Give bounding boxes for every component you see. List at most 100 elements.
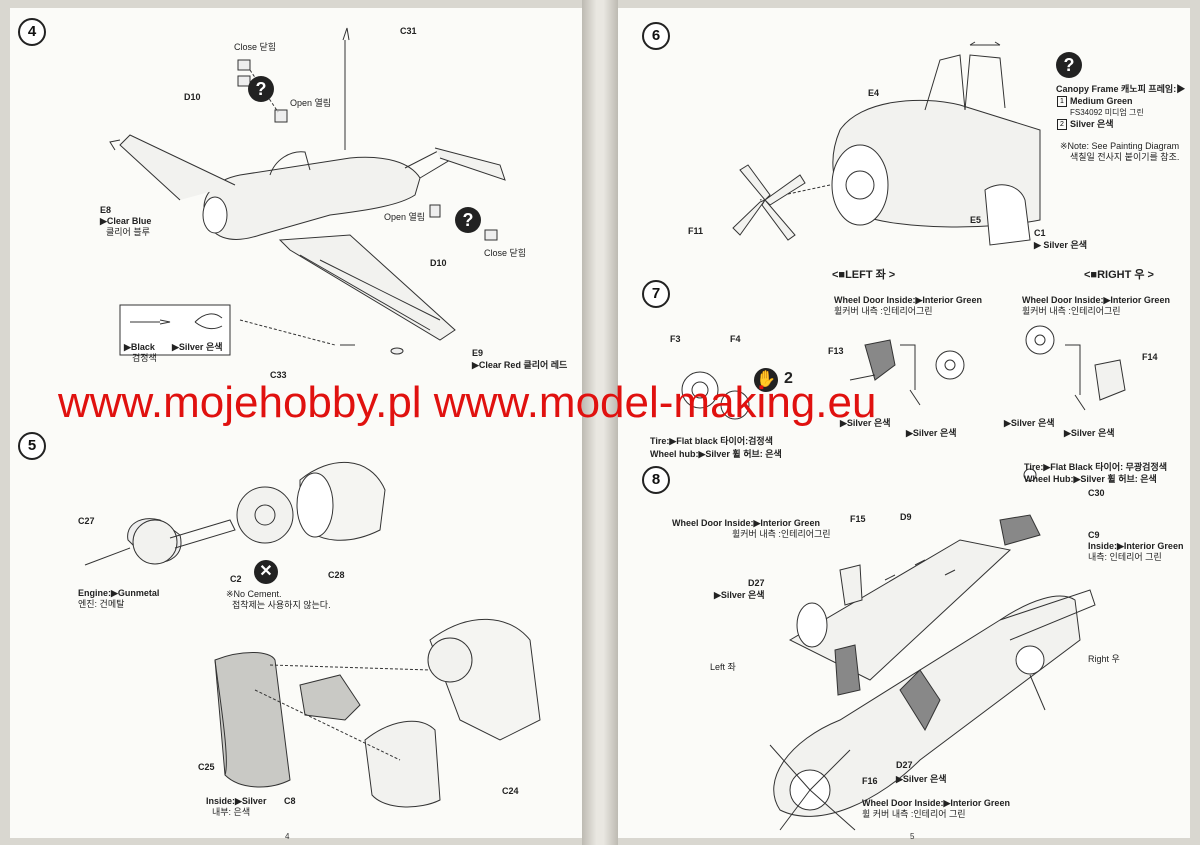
part-f3: F3 [670, 334, 681, 344]
paint-silver-c1: ▶ Silver 은색 [1034, 240, 1087, 250]
part-c25: C25 [198, 762, 215, 772]
part-f4: F4 [730, 334, 741, 344]
paint-gunmetal-kr: 엔진: 건메탈 [78, 599, 125, 609]
paint-wheel-door-left-kr: 휠커버 내측 :인테리어그린 [834, 306, 933, 316]
paint-wheel-door-top: Wheel Door Inside:▶Interior Green [672, 518, 820, 528]
paint-wheel-hub-silver: Wheel hub:▶Silver 휠 허브: 은색 [650, 449, 782, 459]
paint-wheel-door-bottom-kr: 휠 커버 내측 :인테리어 그린 [862, 809, 966, 819]
paint-c9-interior-green-kr: 내측: 인테리어 그린 [1088, 552, 1162, 562]
label-right: Right 우 [1088, 654, 1120, 664]
part-e8: E8 [100, 205, 112, 215]
part-c9: C9 [1088, 530, 1100, 540]
quantity-icon: ✋ [754, 368, 778, 392]
paint-clear-blue-kr: 클리어 블루 [106, 227, 150, 237]
step-number-5: 5 [18, 432, 46, 460]
label-open-bottom: Open 열림 [384, 212, 426, 222]
paint-silver-l1: ▶Silver 은색 [840, 418, 891, 428]
part-d27-top: D27 [748, 578, 765, 588]
paint-silver-l2: ▶Silver 은색 [906, 428, 957, 438]
paint-d27-top-silver: ▶Silver 은색 [714, 590, 765, 600]
part-d27-bottom: D27 [896, 760, 913, 770]
paint-clear-blue: ▶Clear Blue [100, 216, 152, 226]
rotation-arrow-icon [969, 41, 1001, 46]
aircraft-top-view-step4 [109, 27, 506, 355]
part-c2: C2 [230, 574, 242, 584]
part-c24: C24 [502, 786, 519, 796]
part-e4: E4 [868, 88, 880, 98]
step-number-7: 7 [642, 280, 670, 308]
paint-wheel-door-right-kr: 휠커버 내측 :인테리어그린 [1022, 306, 1121, 316]
engine-exploded-step5 [84, 461, 541, 808]
label-left: Left 좌 [710, 662, 736, 672]
paint-wheel-door-top-kr: 휠커버 내측 :인테리어그린 [732, 529, 831, 539]
label-right-side: <■RIGHT 우 > [1084, 269, 1154, 281]
label-open-top: Open 열림 [290, 98, 332, 108]
paint-clear-red: ▶Clear Red 클리어 레드 [472, 360, 568, 370]
part-c28: C28 [328, 570, 345, 580]
page-number-right: 5 [910, 832, 915, 841]
question-icon: ? [248, 76, 274, 102]
no-cement-icon: ✕ [254, 560, 278, 584]
part-f15: F15 [850, 514, 866, 524]
paint-silver-canopy: Silver 은색 [1070, 119, 1114, 129]
paint-black-kr: 검정색 [132, 353, 157, 363]
part-d10-bottom: D10 [430, 258, 447, 268]
part-f11: F11 [688, 226, 704, 236]
paint-wheel-door-right: Wheel Door Inside:▶Interior Green [1022, 295, 1170, 305]
fuselage-canopy-step6 [732, 41, 1041, 246]
paint-inside-silver: Inside:▶Silver [206, 796, 267, 806]
note-painting-diagram: ※Note: See Painting Diagram [1060, 141, 1180, 151]
part-c1: C1 [1034, 228, 1046, 238]
label-close-top: Close 닫힘 [234, 42, 277, 52]
question-icon: ? [1056, 52, 1082, 78]
part-c8: C8 [284, 796, 296, 806]
paint-wheel-hub-silver-8: Wheel Hub:▶Silver 휠 허브: 은색 [1024, 474, 1157, 484]
part-f14: F14 [1142, 352, 1158, 362]
part-c27: C27 [78, 516, 95, 526]
step-number-6: 6 [642, 22, 670, 50]
aircraft-underside-step8 [769, 468, 1096, 831]
part-e5: E5 [970, 215, 982, 225]
part-d9: D9 [900, 512, 912, 522]
part-f16: F16 [862, 776, 878, 786]
step-number-8: 8 [642, 466, 670, 494]
paint-tire-flat-black-8: Tire:▶Flat Black 타이어: 무광검정색 [1024, 462, 1168, 472]
paint-silver-r2: ▶Silver 은색 [1064, 428, 1115, 438]
quantity-two: 2 [784, 370, 793, 387]
paint-black: ▶Black [124, 342, 155, 352]
color-number-2: 2 [1057, 119, 1067, 130]
part-d10-top: D10 [184, 92, 201, 102]
label-canopy-frame: Canopy Frame 캐노피 프레임:▶ [1056, 84, 1186, 94]
question-icon: ? [455, 207, 481, 233]
paint-wheel-door-bottom: Wheel Door Inside:▶Interior Green [862, 798, 1010, 808]
label-left-side: <■LEFT 좌 > [832, 269, 896, 281]
note-no-cement-kr: 접착제는 사용하지 않는다. [232, 600, 331, 610]
paint-silver-r1: ▶Silver 은색 [1004, 418, 1055, 428]
step-number-4: 4 [18, 18, 46, 46]
part-e9: E9 [472, 348, 484, 358]
paint-tire-flat-black: Tire:▶Flat black 타이어:검정색 [650, 436, 773, 446]
paint-silver: ▶Silver 은색 [172, 342, 223, 352]
inset-box-pitot [119, 304, 231, 356]
page-number-left: 4 [285, 832, 290, 841]
page-gutter [582, 0, 618, 845]
part-c33: C33 [270, 370, 287, 380]
paint-wheel-door-left: Wheel Door Inside:▶Interior Green [834, 295, 982, 305]
paint-gunmetal: Engine:▶Gunmetal [78, 588, 160, 598]
paint-d27-bottom-silver: ▶Silver 은색 [896, 774, 947, 784]
part-c31: C31 [400, 26, 417, 36]
part-c30: C30 [1088, 488, 1105, 498]
paint-fs34092: FS34092 미디엄 그린 [1070, 108, 1144, 117]
note-no-cement: ※No Cement. [226, 589, 282, 599]
note-painting-diagram-kr: 색칠일 전사지 붙이기를 참조. [1070, 152, 1180, 162]
label-close-bottom: Close 닫힘 [484, 248, 527, 258]
paint-c9-interior-green: Inside:▶Interior Green [1088, 541, 1184, 551]
part-f13: F13 [828, 346, 844, 356]
paint-medium-green: Medium Green [1070, 96, 1133, 106]
watermark-text: www.mojehobby.pl www.model-making.eu [58, 378, 877, 427]
landing-gear-step7 [681, 325, 1126, 420]
paint-inside-silver-kr: 내부: 은색 [212, 807, 251, 817]
color-number-1: 1 [1057, 96, 1067, 107]
